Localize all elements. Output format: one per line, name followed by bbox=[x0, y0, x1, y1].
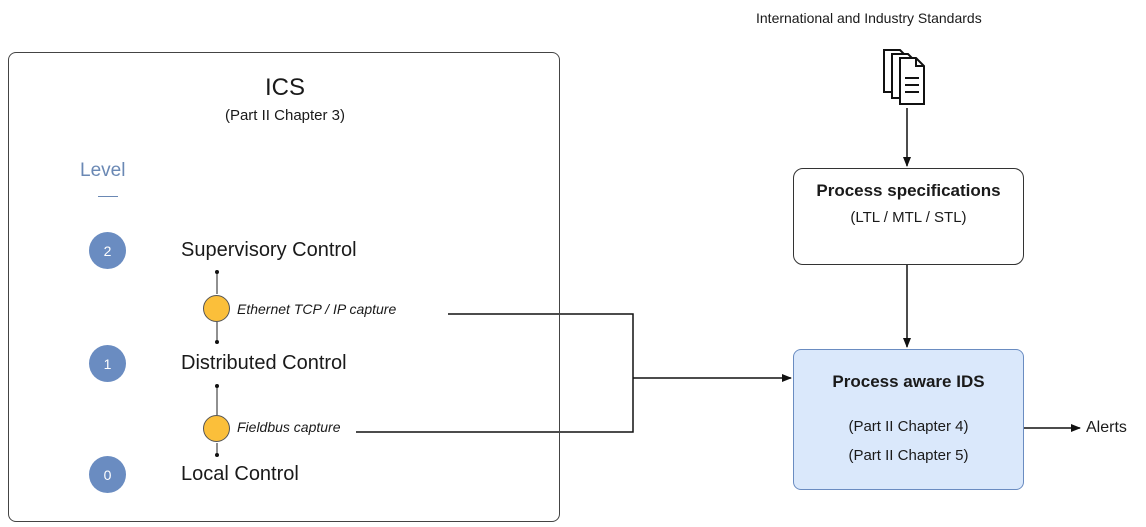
level-heading: Level bbox=[80, 160, 126, 181]
level-badge: 1 bbox=[89, 345, 126, 382]
ics-subtitle: (Part II Chapter 3) bbox=[224, 107, 346, 124]
level-badge: 2 bbox=[89, 232, 126, 269]
ics-title: ICS bbox=[264, 74, 305, 101]
level-name: Supervisory Control bbox=[181, 239, 357, 261]
fieldbus-capture-wire bbox=[356, 378, 634, 433]
ids-reference: (Part II Chapter 4) bbox=[848, 418, 969, 435]
link-dot bbox=[215, 270, 219, 274]
level-name: Distributed Control bbox=[181, 352, 347, 374]
process-specifications-subtitle: (LTL / MTL / STL) bbox=[850, 209, 967, 226]
documents-icon bbox=[880, 48, 936, 106]
capture-tap bbox=[203, 295, 230, 322]
level-name: Local Control bbox=[181, 463, 299, 485]
capture-label: Ethernet TCP / IP capture bbox=[237, 301, 397, 317]
process-specifications-title: Process specifications bbox=[816, 181, 1001, 200]
capture-tap bbox=[203, 415, 230, 442]
process-specifications-box: Process specifications (LTL / MTL / STL) bbox=[793, 168, 1024, 265]
standards-label: International and Industry Standards bbox=[756, 10, 982, 26]
alerts-label: Alerts bbox=[1086, 419, 1127, 436]
link-dot bbox=[215, 340, 219, 344]
link-dot bbox=[215, 453, 219, 457]
process-aware-ids-box: Process aware IDS (Part II Chapter 4) (P… bbox=[793, 349, 1024, 490]
ethernet-capture-wire bbox=[448, 313, 634, 378]
level-heading-underline bbox=[98, 196, 118, 197]
ids-reference: (Part II Chapter 5) bbox=[848, 447, 969, 464]
capture-label: Fieldbus capture bbox=[237, 419, 341, 435]
link-dot bbox=[215, 384, 219, 388]
ics-container bbox=[8, 52, 560, 522]
level-badge: 0 bbox=[89, 456, 126, 493]
ids-title: Process aware IDS bbox=[832, 372, 985, 391]
